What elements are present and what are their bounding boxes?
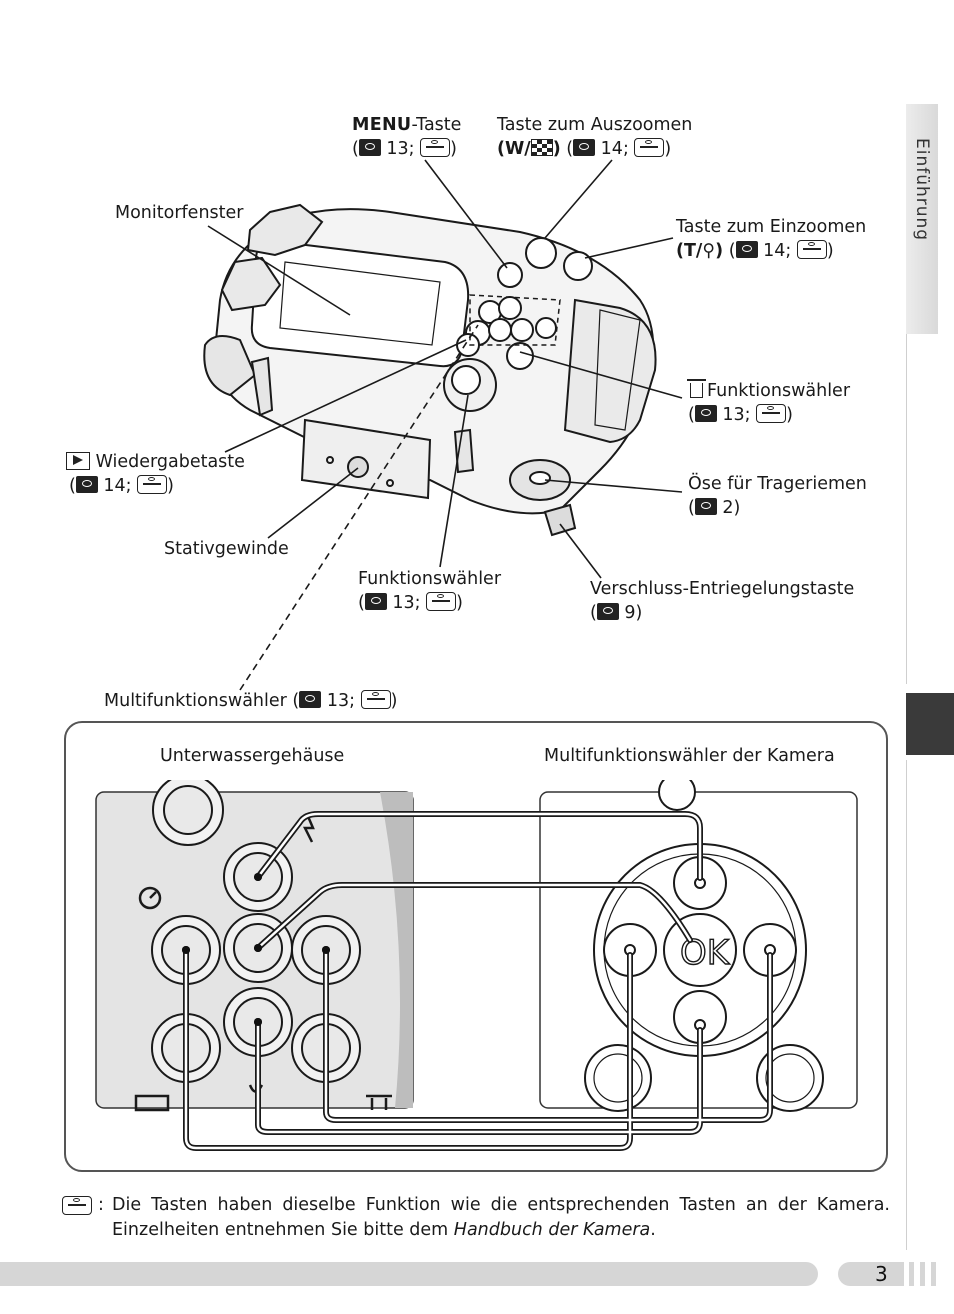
thumbnail-icon — [530, 139, 553, 156]
label-function-dial: Funktionswähler — [358, 569, 502, 589]
chapter-marker — [906, 693, 954, 755]
footer-bar — [0, 1262, 818, 1286]
chapter-tab — [906, 104, 938, 334]
page-number: 3 — [875, 1262, 888, 1286]
eye-reference-icon — [735, 241, 758, 258]
side-divider-lower — [906, 760, 907, 1250]
button-mapping-diagram: OK — [95, 780, 858, 1151]
side-divider — [906, 334, 907, 684]
eye-reference-icon — [364, 593, 387, 610]
footer-stripe — [909, 1262, 914, 1286]
label-function-dial-ref: ( 13; ) — [358, 592, 463, 613]
eye-reference-icon — [596, 603, 619, 620]
label-strap-eyelet: Öse für Trageriemen — [688, 474, 867, 494]
label-shutter-release-lock: Verschluss-Entriegelungstaste — [590, 579, 855, 599]
chapter-tab-label: Einführung — [912, 138, 932, 242]
eye-reference-icon — [75, 476, 98, 493]
eye-reference-icon — [573, 139, 596, 156]
footer-stripe — [920, 1262, 925, 1286]
underwater-housing-illustration — [203, 159, 683, 691]
label-strap-eyelet-ref: ( 2) — [688, 498, 741, 518]
camera-manual-icon — [756, 404, 787, 423]
trash-icon — [687, 379, 706, 398]
label-zoom-in-ref: (T/⚲) ( 14; ) — [676, 240, 834, 261]
camera-manual-icon — [420, 138, 451, 157]
eye-reference-icon — [694, 498, 717, 515]
label-multi-selector: Multifunktionswähler ( 13; ) — [104, 690, 398, 711]
panel-title-camera: Multifunktionswähler der Kamera — [544, 746, 835, 766]
label-function-dial-trash: Funktionswähler — [687, 379, 850, 403]
camera-manual-icon — [360, 690, 391, 709]
footer-stripe — [931, 1262, 936, 1286]
panel-title-housing: Unterwassergehäuse — [160, 746, 345, 766]
camera-manual-icon — [137, 475, 168, 494]
label-zoom-out: Taste zum Auszoomen — [497, 115, 693, 135]
label-tripod-socket: Stativgewinde — [164, 539, 289, 559]
label-playback-button: Wiedergabetaste — [66, 451, 245, 474]
magnifier-icon: ⚲ — [702, 241, 716, 261]
label-menu-button-ref: ( 13; ) — [352, 138, 457, 159]
camera-manual-icon — [426, 592, 457, 611]
label-playback-button-ref: ( 14; ) — [69, 475, 174, 496]
label-zoom-in: Taste zum Einzoomen — [676, 217, 867, 237]
label-zoom-out-ref: (W/) ( 14; ) — [497, 138, 672, 159]
footnote-text: Die Tasten haben dieselbe Funktion wie d… — [112, 1195, 890, 1240]
label-monitor-window: Monitorfenster — [115, 203, 244, 223]
label-menu-button: MENU-Taste — [352, 115, 462, 135]
label-function-dial-trash-ref: ( 13; ) — [688, 404, 793, 425]
camera-manual-icon — [62, 1196, 92, 1215]
camera-manual-icon — [634, 138, 665, 157]
eye-reference-icon — [358, 139, 381, 156]
camera-manual-icon — [796, 240, 827, 259]
eye-reference-icon — [299, 691, 322, 708]
playback-icon — [66, 452, 90, 470]
label-shutter-release-lock-ref: ( 9) — [590, 603, 643, 623]
eye-reference-icon — [694, 405, 717, 422]
comparison-panel — [64, 721, 888, 1172]
page-number-box — [838, 1262, 904, 1286]
